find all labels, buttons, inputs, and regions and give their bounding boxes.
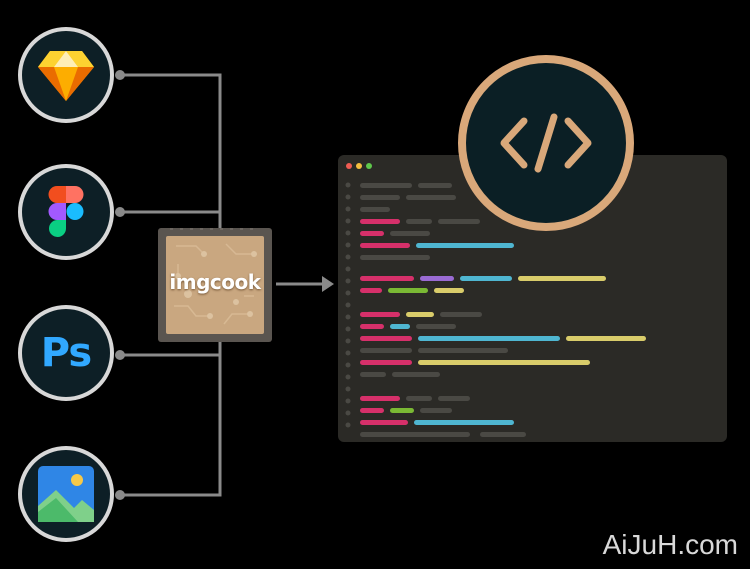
- code-bars: [360, 183, 646, 437]
- wire-sketch: [120, 73, 222, 230]
- image-icon: [38, 466, 94, 522]
- minimize-dot: [356, 163, 362, 169]
- junction-dot: [115, 70, 125, 80]
- maximize-dot: [366, 163, 372, 169]
- figma-icon: [48, 186, 84, 237]
- chip-label: imgcook: [169, 270, 261, 294]
- line-gutter: [345, 182, 351, 428]
- code-lines: [345, 182, 646, 437]
- sketch-icon: [38, 51, 94, 101]
- image-source: [18, 446, 114, 542]
- photoshop-source: Ps: [18, 305, 114, 401]
- sketch-source: [18, 27, 114, 123]
- junction-dot: [115, 490, 125, 500]
- junction-dot: [115, 350, 125, 360]
- circuit-pattern: [174, 243, 257, 325]
- figma-source: [18, 164, 114, 260]
- chip-pins: [170, 228, 253, 230]
- photoshop-icon: Ps: [40, 330, 92, 376]
- close-dot: [346, 163, 352, 169]
- output-arrowhead: [322, 276, 334, 292]
- code-output-badge: [458, 55, 634, 231]
- imgcook-chip: imgcook: [158, 228, 272, 342]
- chip-core: imgcook: [166, 236, 264, 334]
- code-brackets-icon: [500, 113, 592, 173]
- watermark: AiJuH.com: [602, 529, 738, 560]
- wire-photoshop: [120, 340, 222, 357]
- junction-dot: [115, 207, 125, 217]
- wire-image: [120, 340, 222, 497]
